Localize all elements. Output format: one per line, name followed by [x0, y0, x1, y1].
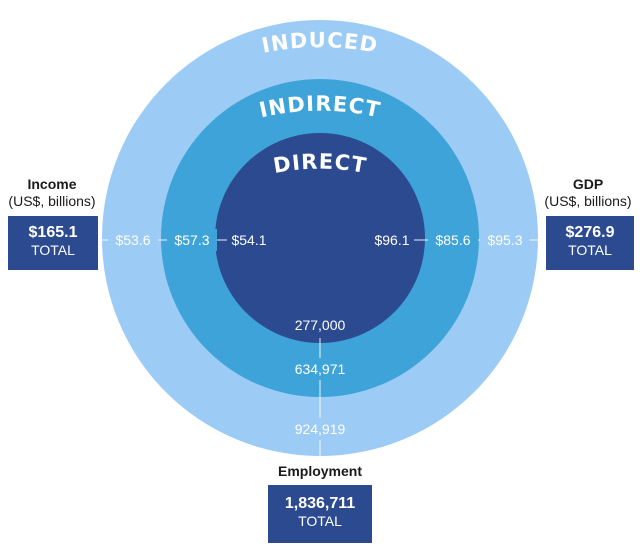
income-induced-value: $53.6: [115, 232, 150, 248]
gdp-induced-value: $95.3: [487, 232, 522, 248]
employment-induced-value: 924,919: [295, 421, 346, 437]
income-unit: (US$, billions): [8, 193, 96, 209]
income-title: Income: [27, 176, 77, 192]
income-indirect-value: $57.3: [174, 232, 209, 248]
employment-direct-value: 277,000: [295, 317, 346, 333]
income-direct-value: $54.1: [231, 232, 266, 248]
income-total-box: $165.1 TOTAL: [8, 216, 98, 270]
gdp-title: GDP: [572, 176, 604, 192]
income-total-label: TOTAL: [31, 242, 75, 258]
gdp-total-box: $276.9 TOTAL: [546, 216, 634, 270]
gdp-total-value: $276.9: [565, 224, 615, 241]
gdp-total-label: TOTAL: [568, 242, 612, 258]
employment-total-label: TOTAL: [298, 513, 342, 529]
income-heading: Income (US$, billions): [0, 176, 104, 210]
employment-total-value: 1,836,711: [284, 495, 356, 512]
employment-total-box: 1,836,711 TOTAL: [268, 485, 372, 543]
employment-indirect-value: 634,971: [295, 361, 346, 377]
gdp-heading: GDP (US$, billions): [536, 176, 640, 210]
gdp-direct-value: $96.1: [374, 232, 409, 248]
employment-title: Employment: [277, 463, 362, 479]
svg-text:DIRECT: DIRECT: [271, 149, 368, 177]
employment-heading: Employment: [250, 463, 390, 480]
direct-ring-label: DIRECT: [271, 149, 367, 177]
income-total-value: $165.1: [28, 224, 78, 241]
direct-ring: [215, 133, 425, 343]
gdp-indirect-value: $85.6: [435, 232, 470, 248]
gdp-unit: (US$, billions): [544, 193, 632, 209]
